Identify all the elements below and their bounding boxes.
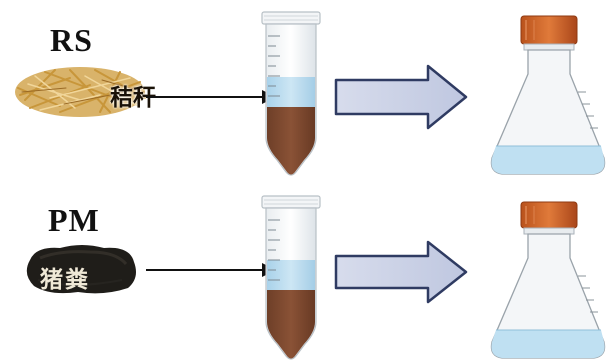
sample-abbreviation: PM <box>48 202 100 238</box>
centrifuge-tube <box>261 11 321 176</box>
row-rice-straw: RS 秸秆 <box>15 11 606 176</box>
row-pig-manure: PM 猪粪 <box>0 182 607 364</box>
process-arrow <box>334 240 468 304</box>
manure-image <box>26 245 136 294</box>
process-arrow <box>334 64 468 130</box>
erlenmeyer-flask <box>490 15 606 175</box>
sample-abbreviation: RS <box>50 22 93 58</box>
erlenmeyer-flask <box>490 201 606 359</box>
straw-image <box>15 67 146 117</box>
sample-label-pig-manure: 猪粪 <box>40 267 90 293</box>
centrifuge-tube <box>261 195 321 360</box>
